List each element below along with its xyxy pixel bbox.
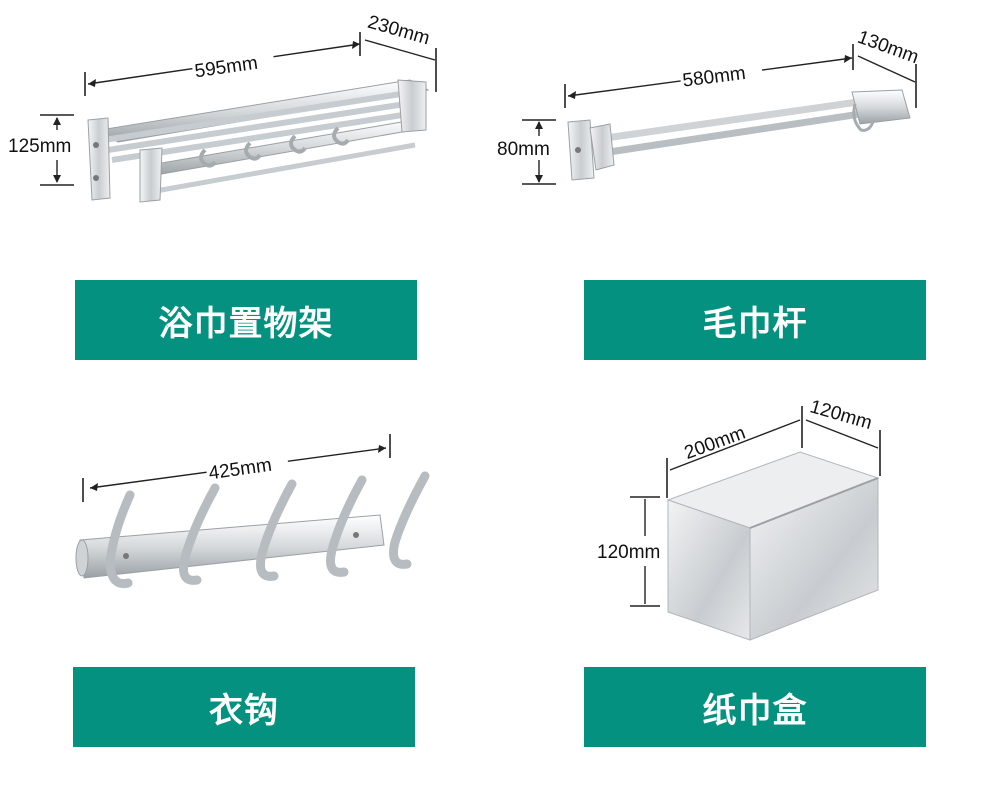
tissue-box-depth: 120mm — [808, 396, 875, 434]
tissue-box-length: 200mm — [682, 422, 749, 463]
label-tissue-box: 纸巾盒 — [584, 667, 926, 747]
towel-shelf-depth: 230mm — [365, 12, 432, 50]
coat-hook-illustration: 425mm — [75, 434, 430, 589]
label-towel-shelf: 浴巾置物架 — [75, 280, 417, 360]
towel-shelf-height: 125mm — [8, 136, 71, 157]
towel-shelf-illustration: 595mm 230mm 125mm — [8, 12, 437, 203]
towel-bar-height: 80mm — [497, 139, 550, 160]
towel-bar-illustration: 580mm 130mm 80mm — [497, 27, 922, 185]
tissue-box-height: 120mm — [597, 542, 660, 563]
label-towel-bar: 毛巾杆 — [584, 280, 926, 360]
tissue-box-illustration: 200mm 120mm 120mm — [597, 396, 881, 641]
label-coat-hook: 衣钩 — [73, 667, 415, 747]
towel-bar-depth: 130mm — [855, 27, 922, 68]
